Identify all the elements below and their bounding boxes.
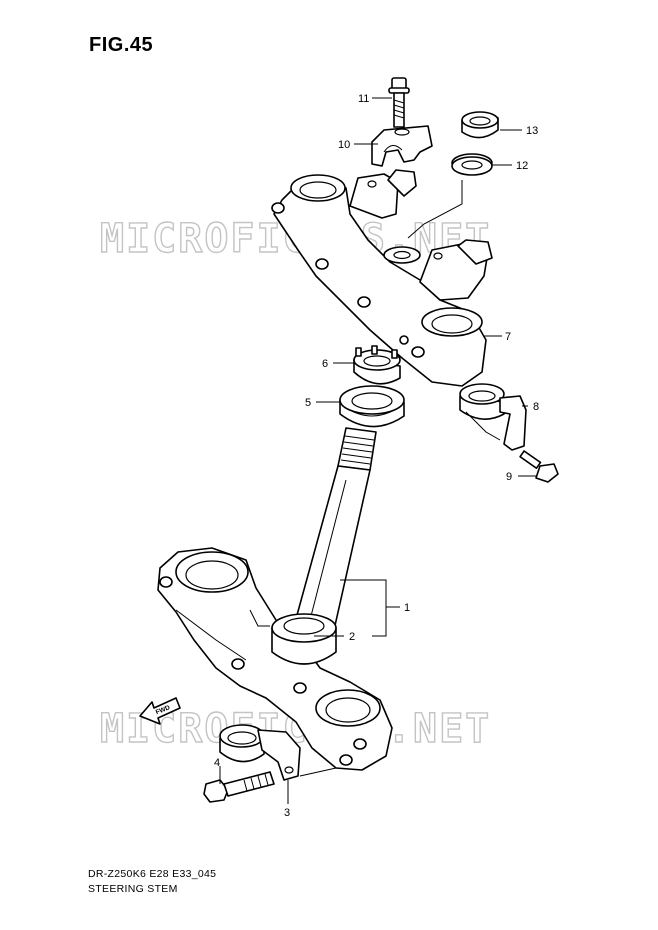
callout-8: 8 [533, 401, 539, 413]
part-6-stem-nut [353, 345, 401, 385]
callout-7: 7 [505, 331, 511, 343]
callout-9: 9 [506, 471, 512, 483]
callout-13: 13 [526, 125, 538, 137]
fwd-arrow-icon: FWD [139, 697, 181, 725]
part-7-upper-bracket [271, 169, 493, 387]
part-9-bolt [519, 450, 559, 483]
callout-10: 10 [338, 139, 350, 151]
callout-6: 6 [322, 358, 328, 370]
figure-title: FIG.45 [89, 34, 154, 56]
callout-numbers: 11 10 13 12 7 6 5 8 9 1 2 4 3 [214, 93, 539, 819]
part-5-bearing [339, 385, 405, 428]
part-1-steering-stem-lower-bracket [157, 427, 393, 771]
callout-5: 5 [305, 397, 311, 409]
callout-1: 1 [404, 602, 410, 614]
part-8-bracket [459, 383, 527, 451]
part-13-nut [461, 111, 499, 139]
leader-lines [219, 97, 536, 804]
callout-3: 3 [284, 807, 290, 819]
callout-2: 2 [349, 631, 355, 643]
part-10-handlebar-holder [371, 125, 433, 167]
model-code: DR-Z250K6 E28 E33_045 [88, 868, 217, 880]
callout-12: 12 [516, 160, 528, 172]
part-group-title: STEERING STEM [88, 883, 178, 895]
callout-4: 4 [214, 757, 220, 769]
part-4-bolt [203, 771, 275, 803]
part-11-bolt [388, 77, 410, 128]
part-12-washer [451, 153, 493, 176]
part-3-lower-clamp [219, 724, 337, 781]
callout-11: 11 [358, 93, 369, 105]
